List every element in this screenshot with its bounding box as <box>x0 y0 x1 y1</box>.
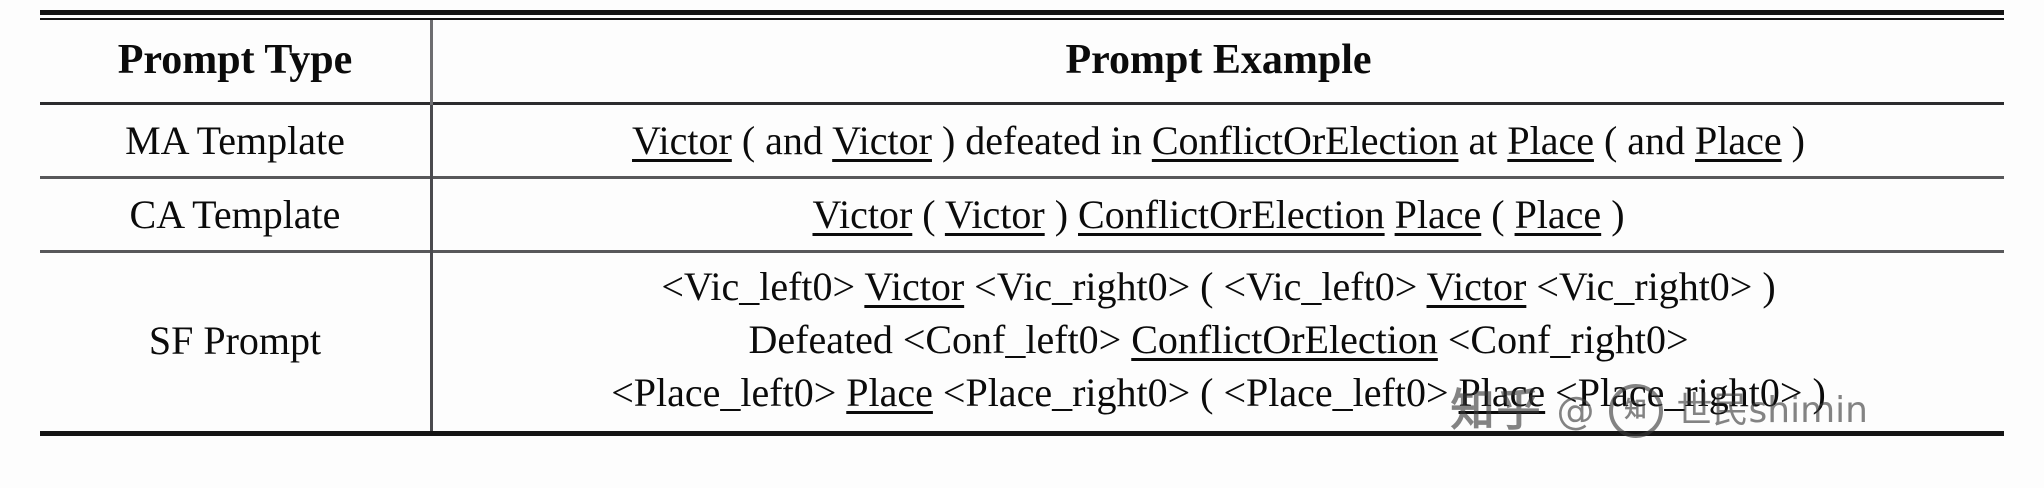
slot-token: ConflictOrElection <box>1078 191 1385 237</box>
literal-token: <Vic_right0> ( <Vic_left0> <box>964 263 1427 309</box>
literal-token: ) <box>1601 191 1625 237</box>
table-top-rule-inner <box>40 18 2004 20</box>
literal-token: <Place_right0> ) <box>1545 369 1826 415</box>
slot-token: Victor <box>832 117 932 163</box>
literal-token: <Vic_right0> ) <box>1526 263 1776 309</box>
prompt-line: <Place_left0> Place <Place_right0> ( <Pl… <box>447 369 1990 418</box>
prompt-line: Defeated <Conf_left0> ConflictOrElection… <box>447 316 1990 365</box>
slot-token: Place <box>1514 191 1602 237</box>
slot-token: ConflictOrElection <box>1151 117 1459 163</box>
table-top-rule-outer <box>40 10 2004 15</box>
table-header-row: Prompt Type Prompt Example <box>40 20 2004 104</box>
table-row: MA Template Victor ( and Victor ) defeat… <box>40 101 2004 178</box>
slot-token: Victor <box>944 191 1045 237</box>
row-example-ca-template: Victor ( Victor ) ConflictOrElection Pla… <box>430 175 2004 252</box>
slot-token: Place <box>1695 117 1782 163</box>
prompt-line: <Vic_left0> Victor <Vic_right0> ( <Vic_l… <box>447 263 1990 312</box>
literal-token: ) <box>1044 191 1079 237</box>
literal-token: ( <box>1481 191 1515 237</box>
slot-token: Place <box>1458 369 1546 415</box>
literal-token: <Place_right0> ( <Place_left0> <box>932 369 1459 415</box>
literal-token <box>1385 192 1395 237</box>
column-header-prompt-type: Prompt Type <box>117 37 353 83</box>
literal-token: Defeated <Conf_left0> <box>748 316 1132 362</box>
table-row: SF Prompt <Vic_left0> Victor <Vic_right0… <box>40 249 2004 432</box>
literal-token: ( and <box>1593 117 1696 163</box>
literal-token: <Place_left0> <box>611 369 847 415</box>
literal-token: ( <box>912 191 945 237</box>
row-label-ca-template: CA Template <box>40 175 432 252</box>
table-body: MA Template Victor ( and Victor ) defeat… <box>40 101 2004 432</box>
slot-token: Place <box>1394 191 1482 237</box>
slot-token: Victor <box>1426 263 1527 309</box>
column-header-prompt-example: Prompt Example <box>430 20 2004 104</box>
slot-token: Place <box>1507 117 1594 163</box>
literal-token: at <box>1458 117 1508 163</box>
row-example-sf-prompt: <Vic_left0> Victor <Vic_right0> ( <Vic_l… <box>430 249 2004 432</box>
table-header: Prompt Type Prompt Example <box>40 20 2004 104</box>
row-example-ma-template: Victor ( and Victor ) defeated in Confli… <box>430 101 2004 178</box>
slot-token: Victor <box>864 263 965 309</box>
row-label-ma-template: MA Template <box>40 101 432 178</box>
slot-token: Victor <box>812 191 913 237</box>
slot-token: ConflictOrElection <box>1131 316 1438 362</box>
row-label-sf-prompt: SF Prompt <box>40 249 432 432</box>
slot-token: Victor <box>632 117 732 163</box>
prompt-table: Prompt Type Prompt Example MA Template V… <box>40 20 2004 432</box>
slot-token: Place <box>846 369 933 415</box>
literal-token: ( and <box>731 117 833 163</box>
literal-token: ) defeated in <box>931 117 1152 163</box>
literal-token: ) <box>1781 117 1805 163</box>
literal-token: <Conf_right0> <box>1437 316 1689 362</box>
literal-token: <Vic_left0> <box>661 263 865 309</box>
table-bottom-rule <box>40 431 2004 437</box>
table-row: CA Template Victor ( Victor ) ConflictOr… <box>40 175 2004 252</box>
